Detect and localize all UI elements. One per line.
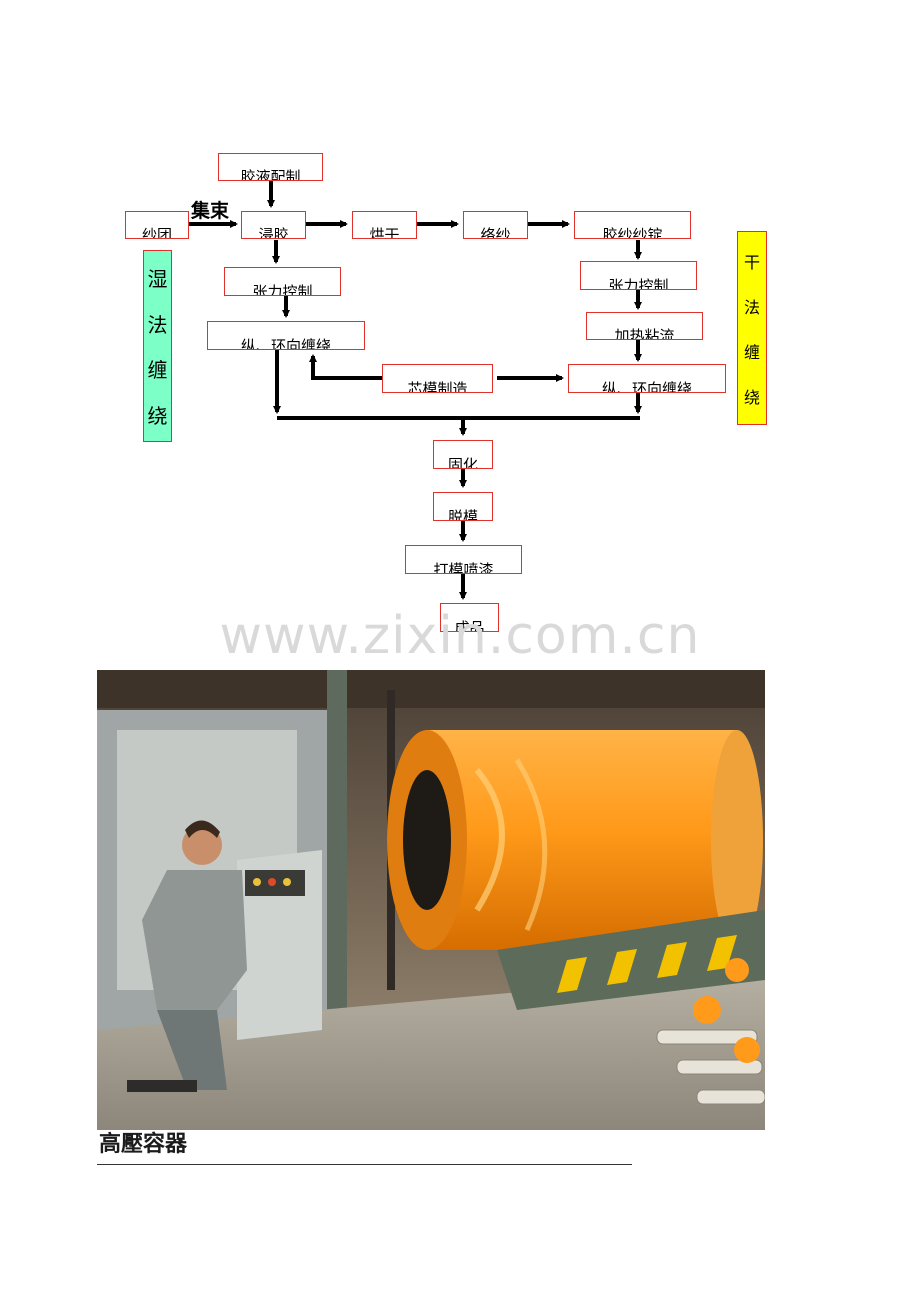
- node-wind-yarn: 络纱: [463, 211, 528, 239]
- wet-char: 缠: [147, 358, 168, 383]
- node-cure: 固化: [433, 440, 493, 469]
- wet-char: 绕: [147, 403, 168, 428]
- node-winding-left: 纵、环向缠绕: [207, 321, 365, 350]
- dry-char: 干: [743, 252, 760, 272]
- node-dip: 浸胶: [241, 211, 306, 239]
- arrow-mandrel-to-winding-left: [309, 354, 382, 380]
- photo-caption: 高壓容器: [99, 1132, 188, 1157]
- watermark: www.zixin.com.cn: [219, 606, 701, 666]
- dry-char: 绕: [743, 387, 760, 407]
- node-yarn-ball: 纱团: [125, 211, 189, 239]
- flow-connectors: [189, 181, 642, 600]
- node-prepreg-yarn: 胶纱纱锭: [574, 211, 691, 239]
- bundle-label: 集束: [191, 200, 230, 222]
- node-glue-prep: 胶液配制: [218, 153, 323, 181]
- node-mandrel: 芯模制造: [382, 364, 493, 393]
- node-winding-right: 纵、环向缠绕: [568, 364, 726, 393]
- pressure-vessel-photo: 高壓容器: [97, 670, 765, 1166]
- wet-char: 法: [147, 312, 168, 337]
- node-polish-spray: 打模喷漆: [405, 545, 522, 574]
- node-product: 成品: [440, 603, 499, 632]
- node-heat-bond: 加热粘流: [586, 312, 703, 340]
- node-tension-left: 张力控制: [224, 267, 341, 296]
- node-demold: 脱模: [433, 492, 493, 521]
- node-bake: 烘干: [352, 211, 417, 239]
- wet-winding-label: 湿 法 缠 绕: [143, 250, 172, 442]
- dry-winding-label: 干 法 缠 绕: [737, 231, 767, 425]
- node-tension-right: 张力控制: [580, 261, 697, 290]
- photo-illustration: [97, 670, 765, 1166]
- caption-underline: [97, 1164, 632, 1165]
- dry-char: 法: [743, 297, 760, 317]
- wet-char: 湿: [147, 267, 168, 292]
- dry-char: 缠: [743, 342, 760, 362]
